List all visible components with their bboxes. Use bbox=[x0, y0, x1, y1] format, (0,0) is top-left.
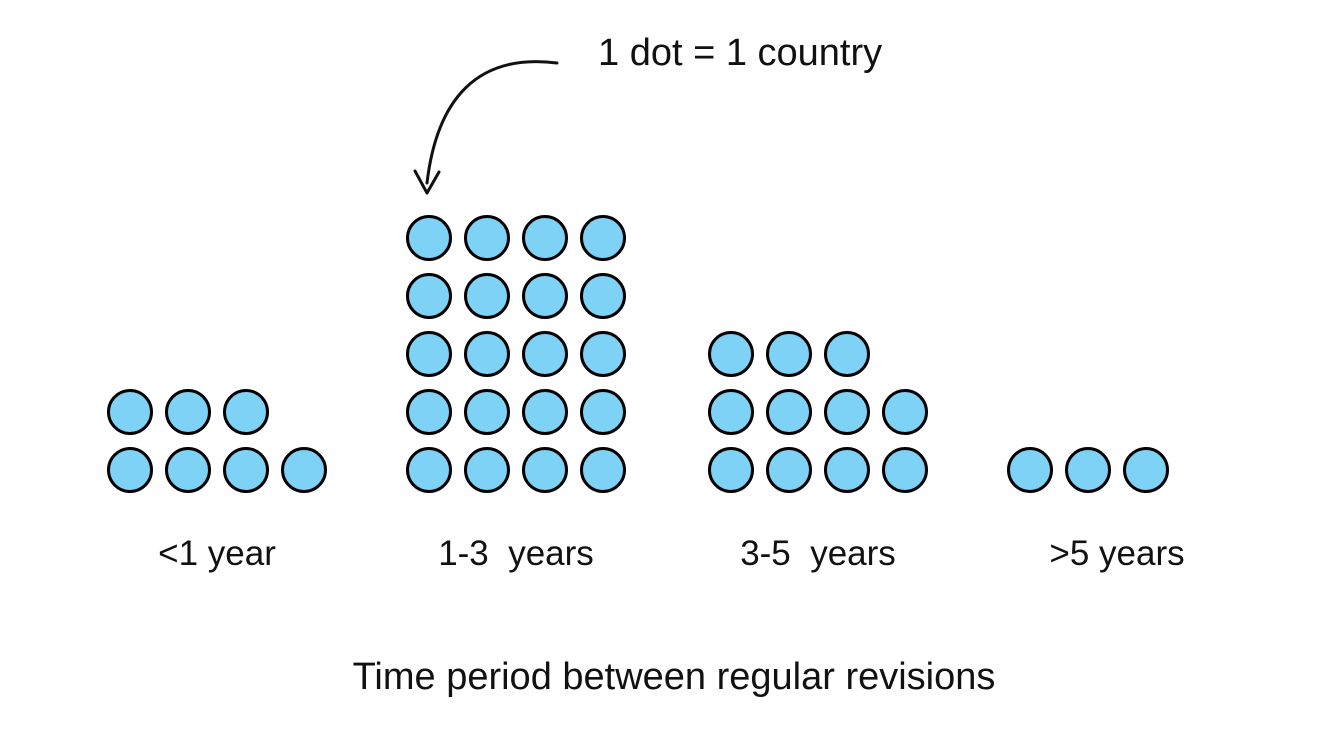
dot bbox=[464, 273, 510, 319]
dot bbox=[223, 389, 269, 435]
dot bbox=[580, 331, 626, 377]
category-label: 3-5 years bbox=[740, 534, 896, 573]
category-label: <1 year bbox=[158, 534, 276, 573]
dot bbox=[223, 447, 269, 493]
dot bbox=[406, 447, 452, 493]
dot bbox=[824, 447, 870, 493]
dot bbox=[406, 389, 452, 435]
dot bbox=[708, 389, 754, 435]
dot bbox=[281, 447, 327, 493]
dot bbox=[406, 331, 452, 377]
dot bbox=[580, 273, 626, 319]
dot bbox=[1065, 447, 1111, 493]
dot bbox=[165, 389, 211, 435]
dot bbox=[464, 389, 510, 435]
dot bbox=[824, 389, 870, 435]
dot bbox=[882, 447, 928, 493]
dot bbox=[406, 273, 452, 319]
dot bbox=[522, 447, 568, 493]
dot bbox=[522, 331, 568, 377]
dot bbox=[522, 215, 568, 261]
dot bbox=[464, 447, 510, 493]
dot bbox=[580, 389, 626, 435]
dot bbox=[580, 215, 626, 261]
dot bbox=[406, 215, 452, 261]
category-label: >5 years bbox=[1049, 534, 1185, 573]
dot bbox=[107, 447, 153, 493]
dot bbox=[766, 389, 812, 435]
dot bbox=[708, 447, 754, 493]
dot bbox=[1123, 447, 1169, 493]
dot bbox=[580, 447, 626, 493]
chart-title: Time period between regular revisions bbox=[352, 656, 996, 698]
dot bbox=[766, 447, 812, 493]
dot bbox=[1007, 447, 1053, 493]
dot bbox=[107, 389, 153, 435]
dot bbox=[522, 273, 568, 319]
legend-label: 1 dot = 1 country bbox=[598, 32, 883, 74]
dot bbox=[708, 331, 754, 377]
dot bbox=[464, 215, 510, 261]
dot bbox=[464, 331, 510, 377]
dot bbox=[882, 389, 928, 435]
dot bbox=[766, 331, 812, 377]
dot bbox=[824, 331, 870, 377]
dot bbox=[522, 389, 568, 435]
category-label: 1-3 years bbox=[438, 534, 594, 573]
dot bbox=[165, 447, 211, 493]
